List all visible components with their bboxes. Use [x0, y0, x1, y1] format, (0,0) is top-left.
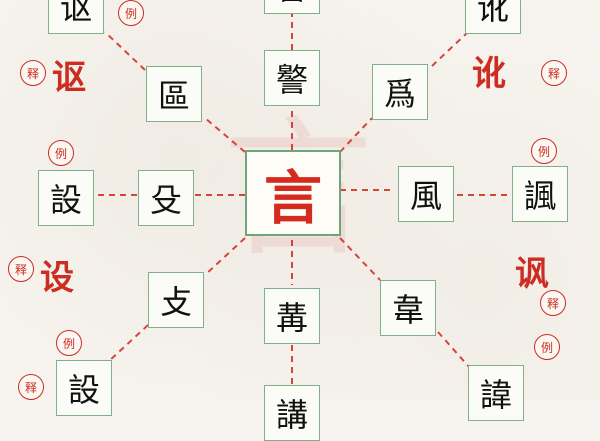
line-upper-left-to-corner — [104, 31, 146, 71]
box-top-right-corner: 讹 — [465, 0, 521, 34]
seal-shi-bottom-left: 释 — [18, 374, 44, 400]
center-character: 言 — [263, 164, 322, 232]
seal-li-bottom-right: 例 — [534, 334, 560, 360]
box-inner-lower-center: 冓 — [264, 288, 320, 344]
box-inner-right: 風 — [398, 166, 454, 222]
box-bottom-center: 講 — [264, 385, 320, 441]
glyph-right-outer: 諷 — [523, 177, 556, 215]
center-character-box: 言 — [245, 150, 341, 236]
modern-char-left: 设 — [40, 258, 74, 298]
box-bottom-left-corner: 設 — [56, 360, 112, 416]
glyph-top-right-corner: 讹 — [476, 0, 509, 27]
line-center-to-upper-left — [204, 117, 246, 153]
seal-shi-left: 释 — [8, 256, 34, 282]
seal-li-right: 例 — [531, 138, 557, 164]
seal-shi-top-left: 释 — [20, 60, 46, 86]
line-upper-right-to-corner — [431, 31, 469, 67]
glyph-top-center: 譥 — [276, 0, 308, 9]
box-inner-upper-right: 爲 — [372, 64, 428, 120]
glyph-inner-lower-center: 冓 — [275, 299, 308, 337]
modern-char-right: 讽 — [515, 254, 549, 294]
box-inner-lower-left: 攴 — [148, 272, 204, 328]
line-center-to-upper-right — [339, 117, 373, 153]
box-inner-left: 殳 — [138, 170, 194, 226]
glyph-bottom-center: 講 — [275, 396, 308, 434]
glyph-inner-right: 風 — [409, 177, 442, 215]
seal-li-bottom-left: 例 — [56, 330, 82, 356]
modern-char-top-left: 讴 — [52, 58, 86, 98]
box-bottom-right-corner: 諱 — [468, 365, 524, 421]
glyph-bottom-right-corner: 諱 — [479, 376, 512, 414]
box-inner-lower-right: 韋 — [380, 280, 436, 336]
seal-li-left: 例 — [48, 140, 74, 166]
glyph-inner-left: 殳 — [149, 181, 182, 219]
connector-lines — [95, 8, 510, 388]
box-top-left-corner: 讴 — [48, 0, 104, 34]
box-left-outer: 設 — [38, 170, 94, 226]
box-inner-upper-center: 譥 — [264, 50, 320, 106]
box-right-outer: 諷 — [512, 166, 568, 222]
line-lower-left-to-corner — [107, 324, 149, 363]
modern-char-top-right: 讹 — [472, 54, 506, 94]
glyph-top-left-corner: 讴 — [59, 0, 92, 27]
glyph-left-outer: 設 — [49, 181, 82, 219]
seal-li-top-left: 例 — [118, 0, 144, 26]
line-lower-right-to-corner — [437, 331, 471, 369]
line-center-to-lower-left — [204, 237, 246, 276]
glyph-bottom-left-corner: 設 — [67, 371, 100, 409]
glyph-inner-upper-center: 譥 — [275, 61, 308, 99]
glyph-inner-upper-right: 爲 — [383, 75, 416, 113]
box-inner-upper-left: 區 — [146, 66, 202, 122]
line-center-to-lower-right — [339, 237, 381, 281]
glyph-inner-lower-left: 攴 — [159, 283, 192, 321]
seal-shi-right: 释 — [540, 290, 566, 316]
glyph-inner-lower-right: 韋 — [391, 291, 424, 329]
box-top-center: 譥 — [264, 0, 320, 14]
seal-shi-top-right: 释 — [541, 60, 567, 86]
glyph-inner-upper-left: 區 — [157, 77, 190, 115]
